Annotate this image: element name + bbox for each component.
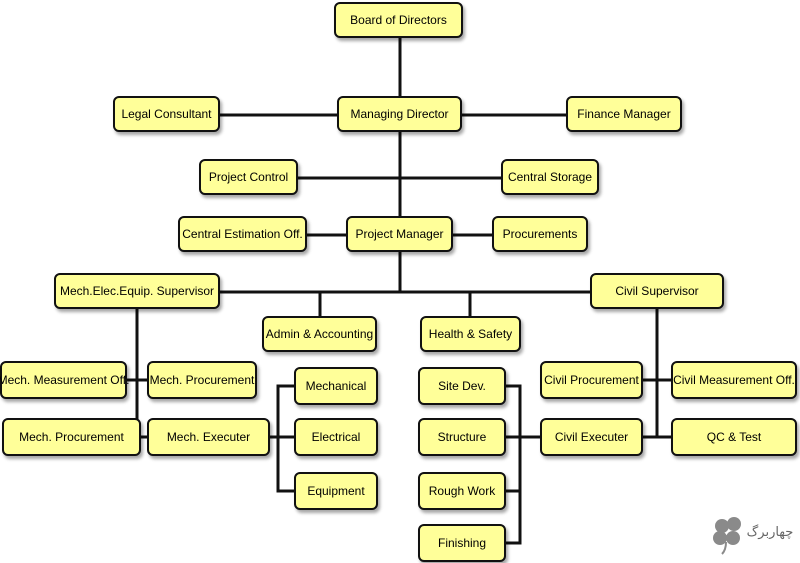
box-central-storage[interactable]: Central Storage (501, 159, 599, 195)
box-electrical[interactable]: Electrical (294, 418, 378, 456)
box-civil-supervisor[interactable]: Civil Supervisor (590, 273, 724, 309)
box-qc-test[interactable]: QC & Test (671, 418, 797, 456)
box-mech-measurement[interactable]: Mech. Measurement Off. (0, 361, 129, 399)
box-civil-executer[interactable]: Civil Executer (540, 418, 643, 456)
box-project-control[interactable]: Project Control (199, 159, 298, 195)
box-civil-procurement[interactable]: Civil Procurement (540, 361, 643, 399)
box-procurements[interactable]: Procurements (492, 216, 588, 252)
box-site-dev[interactable]: Site Dev. (418, 367, 506, 405)
watermark-logo: چهاربرگ (708, 512, 794, 556)
four-leaf-clover-icon: چهاربرگ (713, 517, 794, 555)
box-mech-procurement-outer[interactable]: Mech. Procurement (2, 418, 141, 456)
box-rough-work[interactable]: Rough Work (418, 472, 506, 510)
box-mech-supervisor[interactable]: Mech.Elec.Equip. Supervisor (54, 273, 220, 309)
box-mech-procurement-inner[interactable]: Mech. Procurement (147, 361, 257, 399)
box-finishing[interactable]: Finishing (418, 524, 506, 562)
box-board-of-directors[interactable]: Board of Directors (334, 2, 463, 38)
box-health-safety[interactable]: Health & Safety (420, 316, 521, 352)
box-finance-manager[interactable]: Finance Manager (566, 96, 682, 132)
box-project-manager[interactable]: Project Manager (346, 216, 453, 252)
box-legal-consultant[interactable]: Legal Consultant (113, 96, 220, 132)
box-equipment[interactable]: Equipment (294, 472, 378, 510)
box-civil-measurement[interactable]: Civil Measurement Off. (671, 361, 797, 399)
box-admin-accounting[interactable]: Admin & Accounting (262, 316, 377, 352)
box-structure[interactable]: Structure (418, 418, 506, 456)
box-mech-executer[interactable]: Mech. Executer (147, 418, 270, 456)
box-mechanical[interactable]: Mechanical (294, 367, 378, 405)
watermark-text: چهاربرگ (747, 523, 794, 540)
box-managing-director[interactable]: Managing Director (337, 96, 462, 132)
box-central-estimation[interactable]: Central Estimation Off. (178, 216, 307, 252)
